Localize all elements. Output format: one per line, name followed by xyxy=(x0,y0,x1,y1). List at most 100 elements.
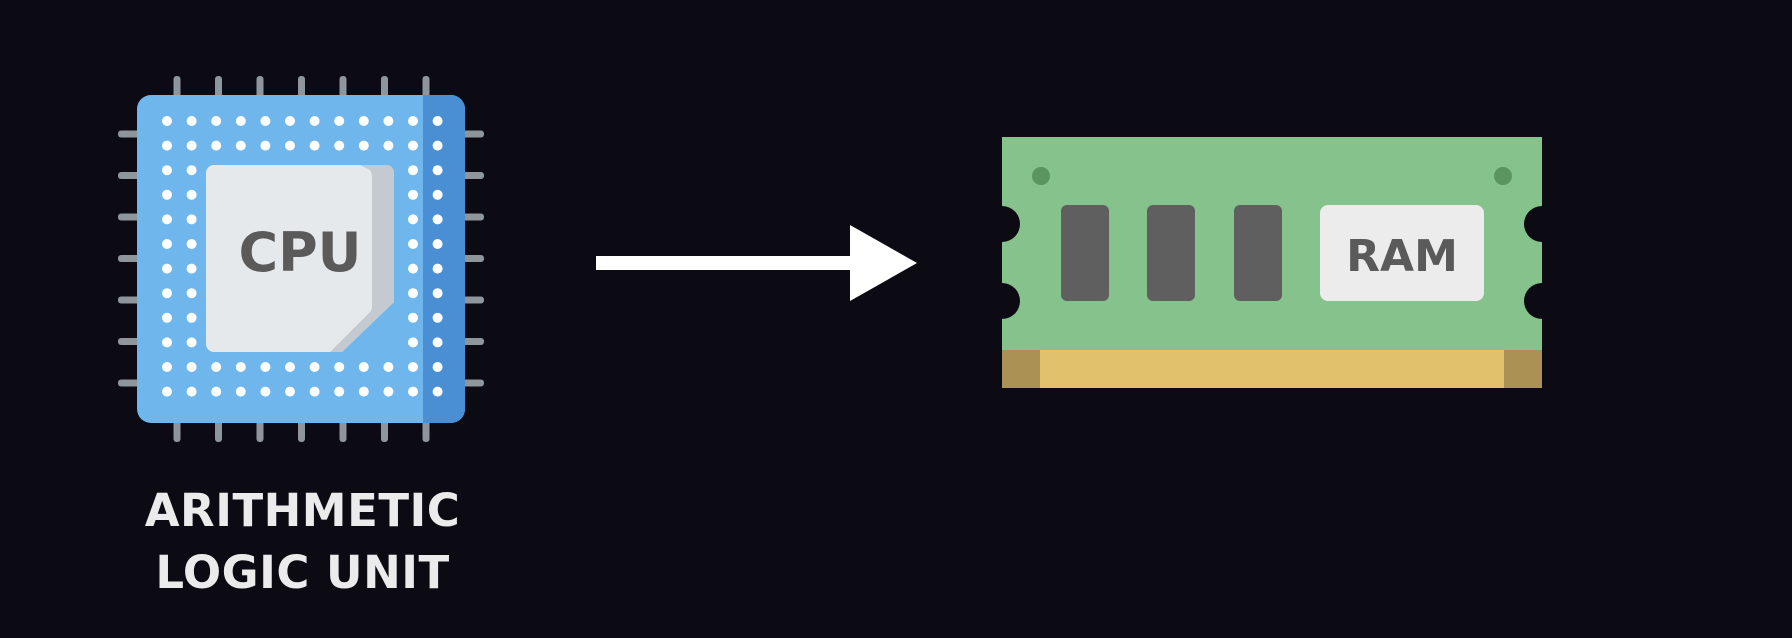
cpu-dot xyxy=(235,116,246,126)
cpu-dot xyxy=(285,140,295,151)
cpu-dot xyxy=(162,312,172,323)
cpu-dot xyxy=(408,239,418,249)
ram-notch xyxy=(1524,206,1560,242)
cpu-dot xyxy=(285,362,295,372)
ram-notch xyxy=(1524,283,1560,319)
cpu-dot xyxy=(285,386,295,397)
cpu-dot xyxy=(260,362,271,372)
cpu-dot xyxy=(162,362,172,372)
ram-icon: RAM xyxy=(984,137,1560,388)
ram-chip-label: RAM xyxy=(1346,231,1458,282)
cpu-dot xyxy=(408,337,418,348)
cpu-dot xyxy=(260,386,271,397)
cpu-dot xyxy=(408,362,418,372)
cpu-dot xyxy=(186,337,197,348)
cpu-dot xyxy=(235,140,246,151)
cpu-core xyxy=(206,165,394,352)
cpu-dot xyxy=(186,165,197,176)
cpu-dot xyxy=(211,140,222,151)
ram-contacts-left-edge xyxy=(1002,350,1040,388)
cpu-dot xyxy=(211,116,222,126)
cpu-dot xyxy=(162,140,172,151)
cpu-dot xyxy=(162,337,172,348)
cpu-caption: ARITHMETIC LOGIC UNIT xyxy=(60,480,545,604)
cpu-dot xyxy=(432,189,443,200)
cpu-dots xyxy=(162,116,443,397)
ram-mount-hole xyxy=(1032,167,1050,185)
cpu-dot xyxy=(162,239,172,249)
cpu-dot xyxy=(408,116,418,126)
cpu-dot xyxy=(186,239,197,249)
cpu-dot xyxy=(334,140,345,151)
cpu-dot xyxy=(358,116,369,126)
cpu-dot xyxy=(358,362,369,372)
cpu-dot xyxy=(383,116,394,126)
cpu-dot xyxy=(383,140,394,151)
cpu-dot xyxy=(162,189,172,200)
cpu-dot xyxy=(162,386,172,397)
cpu-dot xyxy=(334,362,345,372)
cpu-dot xyxy=(309,140,320,151)
cpu-dot xyxy=(186,288,197,299)
cpu-dot xyxy=(358,140,369,151)
cpu-dot xyxy=(211,386,222,397)
cpu-dot xyxy=(285,116,295,126)
cpu-dot xyxy=(186,189,197,200)
cpu-dot xyxy=(408,140,418,151)
cpu-dot xyxy=(408,288,418,299)
cpu-dot xyxy=(432,386,443,397)
cpu-dot xyxy=(408,189,418,200)
cpu-dot xyxy=(211,362,222,372)
cpu-dot xyxy=(186,214,197,225)
cpu-dot xyxy=(432,337,443,348)
cpu-dot xyxy=(432,312,443,323)
cpu-dot xyxy=(186,116,197,126)
cpu-dot xyxy=(432,362,443,372)
cpu-dot xyxy=(334,116,345,126)
cpu-caption-line1: ARITHMETIC xyxy=(144,484,461,537)
cpu-dot xyxy=(383,362,394,372)
cpu-dot xyxy=(432,239,443,249)
cpu-dot xyxy=(235,386,246,397)
cpu-dot xyxy=(408,263,418,274)
ram-contacts-right-edge xyxy=(1504,350,1542,388)
cpu-dot xyxy=(162,116,172,126)
ram-memory-chip xyxy=(1234,205,1282,301)
cpu-core-fold xyxy=(330,165,394,352)
cpu-icon: CPU xyxy=(118,76,484,442)
cpu-dot xyxy=(334,386,345,397)
cpu-dot xyxy=(358,386,369,397)
cpu-dot xyxy=(186,140,197,151)
cpu-dot xyxy=(408,214,418,225)
cpu-dot xyxy=(186,362,197,372)
cpu-dot xyxy=(235,362,246,372)
cpu-dot xyxy=(186,263,197,274)
arrow-right-icon xyxy=(596,225,917,301)
ram-contacts xyxy=(1002,350,1542,388)
cpu-body-shade xyxy=(423,95,465,423)
cpu-dot xyxy=(309,362,320,372)
cpu-dot xyxy=(408,165,418,176)
cpu-dot xyxy=(186,312,197,323)
cpu-dot xyxy=(383,386,394,397)
cpu-dot xyxy=(432,263,443,274)
ram-label-plate xyxy=(1320,205,1484,301)
arrow-head xyxy=(850,225,917,301)
cpu-dot xyxy=(408,386,418,397)
ram-notch xyxy=(984,283,1020,319)
ram-mount-hole xyxy=(1494,167,1512,185)
cpu-chip-label: CPU xyxy=(238,221,361,284)
cpu-dot xyxy=(432,140,443,151)
cpu-dot xyxy=(432,214,443,225)
cpu-dot xyxy=(432,165,443,176)
cpu-dot xyxy=(162,165,172,176)
cpu-dot xyxy=(162,214,172,225)
arrow-shaft xyxy=(596,256,858,270)
ram-memory-chip xyxy=(1147,205,1195,301)
cpu-dot xyxy=(162,263,172,274)
cpu-dot xyxy=(432,116,443,126)
ram-notch xyxy=(984,206,1020,242)
cpu-dot xyxy=(432,288,443,299)
cpu-dot xyxy=(162,288,172,299)
